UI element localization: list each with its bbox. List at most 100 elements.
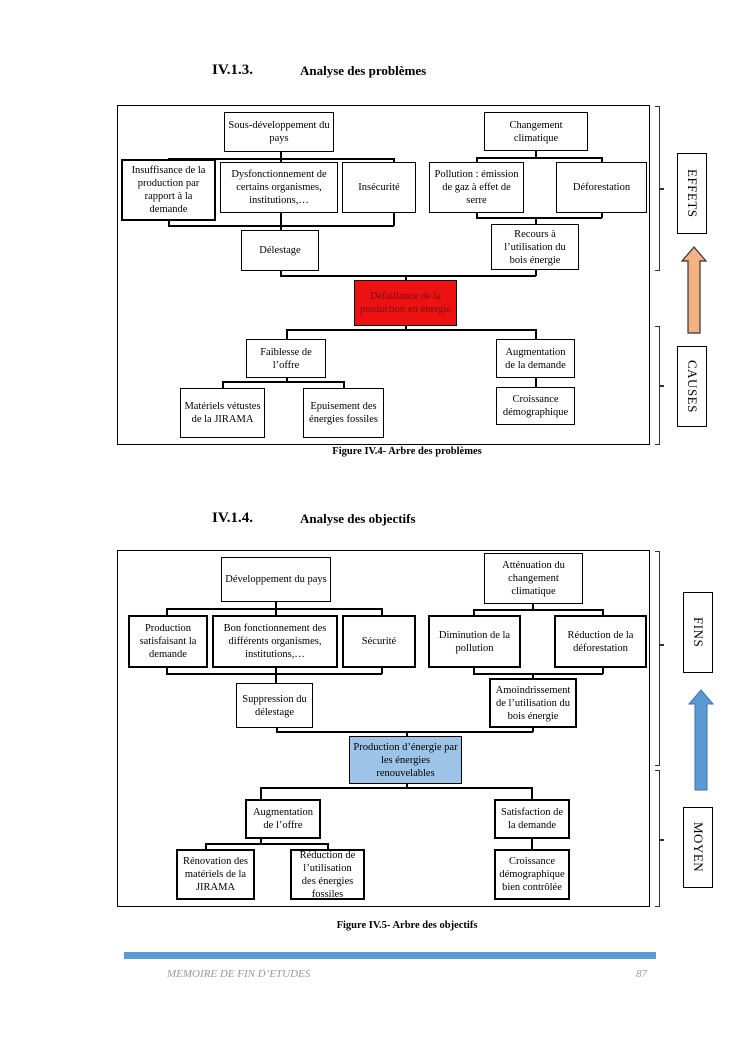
connector-line — [168, 220, 170, 226]
connector-line — [276, 731, 533, 733]
connector-line — [393, 158, 395, 162]
footer-rule — [124, 952, 656, 959]
connector-line — [166, 608, 382, 610]
cause-node-demand-increase: Augmentation de la demande — [496, 339, 575, 378]
objective-core-node: Production d’énergie par les énergies re… — [349, 736, 462, 784]
figure-caption-problems: Figure IV.4- Arbre des problèmes — [332, 446, 482, 457]
problem-node-dysfunction: Dysfonctionnement de certains organismes… — [220, 162, 338, 213]
connector-line — [476, 212, 478, 218]
problem-node-firewood: Recours à l’utilisation du bois énergie — [491, 224, 579, 270]
connector-line — [222, 381, 224, 388]
causes-label: CAUSES — [677, 346, 707, 427]
objective-node-development: Développement du pays — [221, 557, 331, 602]
section2-number: IV.1.4. — [212, 510, 253, 526]
problem-node-insufficient-production: Insuffisance de la production par rappor… — [121, 159, 216, 221]
connector-line — [280, 158, 282, 163]
problem-core-node: Défaillance de la production en énergie — [354, 280, 457, 326]
connector-line — [406, 783, 408, 788]
connector-line — [260, 787, 262, 799]
causes-bracket — [655, 326, 660, 445]
connector-line — [286, 377, 288, 382]
connector-line — [286, 329, 288, 339]
problem-node-insecurity: Insécurité — [342, 162, 416, 213]
connector-line — [166, 667, 168, 674]
ends-bracket — [655, 551, 660, 766]
connector-line — [327, 843, 329, 850]
means-bracket — [655, 770, 660, 907]
connector-line — [473, 609, 475, 615]
connector-line — [473, 609, 603, 611]
connector-line — [535, 217, 537, 224]
connector-line — [275, 601, 277, 609]
connector-line — [602, 609, 604, 615]
connector-line — [393, 212, 395, 226]
connector-line — [531, 838, 533, 850]
bracket-tick — [660, 644, 664, 646]
objective-node-satisfying-production: Production satisfaisant la demande — [128, 615, 208, 668]
problem-node-load-shedding: Délestage — [241, 230, 319, 271]
connector-line — [473, 667, 475, 674]
connector-line — [601, 212, 603, 218]
effects-bracket — [655, 106, 660, 271]
bracket-tick — [660, 839, 664, 841]
means-node-fossil-reduction: Réduction de l’utilisation des énergies … — [290, 849, 365, 900]
objective-node-pollution-reduction: Diminution de la pollution — [428, 615, 521, 668]
connector-line — [166, 608, 168, 615]
connector-line — [473, 673, 603, 675]
means-node-supply-increase: Augmentation de l’offre — [245, 799, 321, 839]
connector-line — [222, 381, 344, 383]
connector-line — [275, 608, 277, 615]
connector-line — [531, 787, 533, 799]
cause-node-weak-supply: Faiblesse de l’offre — [246, 339, 326, 378]
connector-line — [205, 843, 328, 845]
objective-node-deforestation-reduction: Réduction de la déforestation — [554, 615, 647, 668]
problem-node-deforestation: Déforestation — [556, 162, 647, 213]
connector-line — [205, 843, 207, 850]
connector-line — [276, 726, 278, 732]
connector-line — [381, 667, 383, 674]
means-label: MOYEN — [683, 807, 713, 888]
connector-line — [280, 275, 536, 277]
section1-number: IV.1.3. — [212, 62, 253, 78]
means-node-equipment-renovation: Rénovation des matériels de la JIRAMA — [176, 849, 255, 900]
connector-line — [280, 151, 282, 159]
means-node-controlled-population: Croissance démographique bien contrôlée — [494, 849, 570, 900]
connector-line — [260, 787, 532, 789]
connector-line — [260, 838, 262, 844]
effects-label: EFFETS — [677, 153, 707, 234]
problem-node-underdevelopment: Sous-développement du pays — [224, 112, 334, 152]
objective-node-security: Sécurité — [342, 615, 416, 668]
connector-line — [532, 673, 534, 679]
connector-line — [535, 150, 537, 158]
connector-line — [166, 673, 382, 675]
footer-title: MEMOIRE DE FIN D’ETUDES — [167, 968, 311, 980]
connector-line — [601, 157, 603, 163]
objective-tree-frame — [117, 550, 650, 907]
objective-node-no-load-shedding: Suppression du délestage — [236, 683, 313, 728]
section1-title: Analyse des problèmes — [300, 63, 427, 78]
figure-caption-objectives: Figure IV.5- Arbre des objectifs — [336, 920, 478, 931]
objective-node-good-functioning: Bon fonctionnement des différents organi… — [212, 615, 338, 668]
connector-line — [535, 377, 537, 387]
arrow-up-orange-icon — [680, 246, 708, 334]
connector-line — [280, 270, 282, 276]
connector-line — [343, 381, 345, 388]
cause-node-fossil-depletion: Epuisement des énergies fossiles — [303, 388, 384, 438]
connector-line — [280, 213, 282, 231]
bracket-tick — [660, 385, 664, 387]
section2-title: Analyse des objectifs — [300, 511, 416, 526]
connector-line — [275, 667, 277, 684]
connector-line — [405, 325, 407, 330]
means-node-demand-satisfaction: Satisfaction de la demande — [494, 799, 570, 839]
arrow-up-blue-icon — [687, 689, 715, 791]
connector-line — [535, 329, 537, 339]
cause-node-old-equipment: Matériels vétustes de la JIRAMA — [180, 388, 265, 438]
connector-line — [381, 608, 383, 615]
objective-node-less-firewood: Amoindrissement de l’utilisation du bois… — [489, 678, 577, 728]
cause-node-population-growth: Croissance démographique — [496, 387, 575, 425]
connector-line — [286, 329, 536, 331]
objective-node-climate-mitigation: Atténuation du changement climatique — [484, 553, 583, 604]
connector-line — [476, 217, 602, 219]
problem-node-climate-change: Changement climatique — [484, 112, 588, 151]
connector-line — [406, 731, 408, 736]
